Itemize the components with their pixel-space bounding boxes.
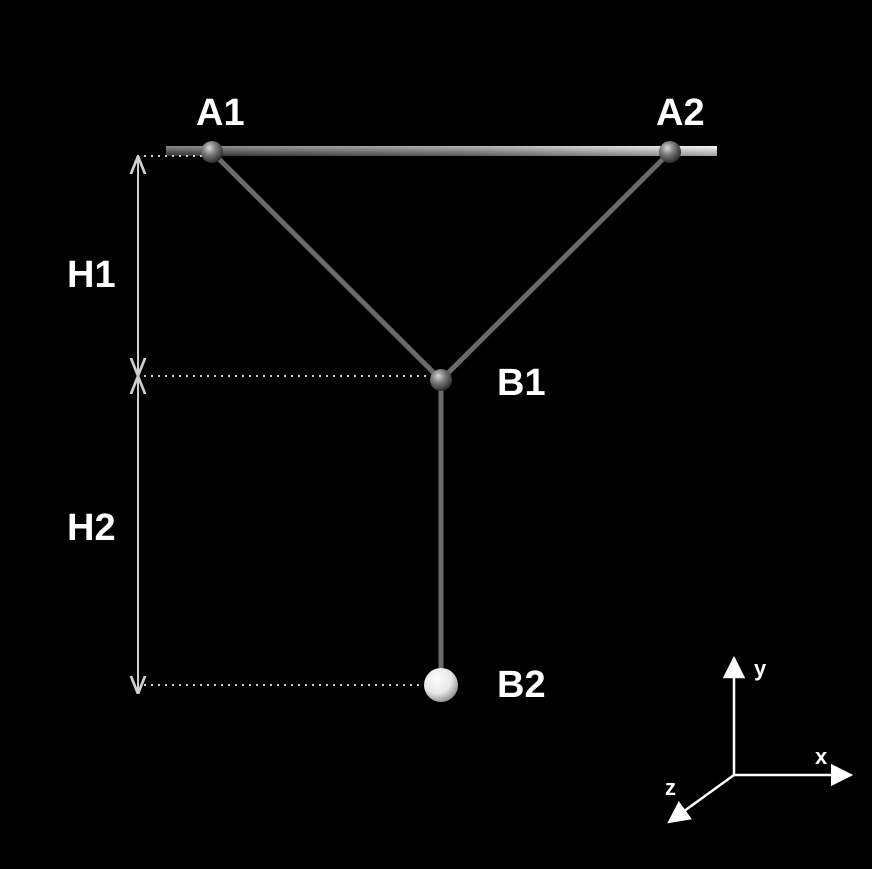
rod-a1-b1	[210, 150, 443, 382]
joint-a1	[201, 141, 223, 163]
axis-label-y: y	[754, 656, 767, 681]
support-bar	[166, 146, 717, 156]
label-h1: H1	[67, 254, 116, 296]
axis-label-x: x	[815, 744, 828, 769]
label-b2: B2	[497, 664, 546, 706]
rod-a2-b1	[439, 150, 672, 382]
label-a2: A2	[656, 92, 705, 134]
label-h2: H2	[67, 507, 116, 549]
joint-b1	[430, 369, 452, 391]
joint-a2	[659, 141, 681, 163]
axis-label-z: z	[665, 775, 676, 800]
mass-b2	[424, 668, 458, 702]
label-b1: B1	[497, 362, 546, 404]
axes-gizmo: y x z	[665, 655, 854, 824]
label-a1: A1	[196, 92, 245, 134]
z-axis-arrow	[667, 773, 735, 824]
